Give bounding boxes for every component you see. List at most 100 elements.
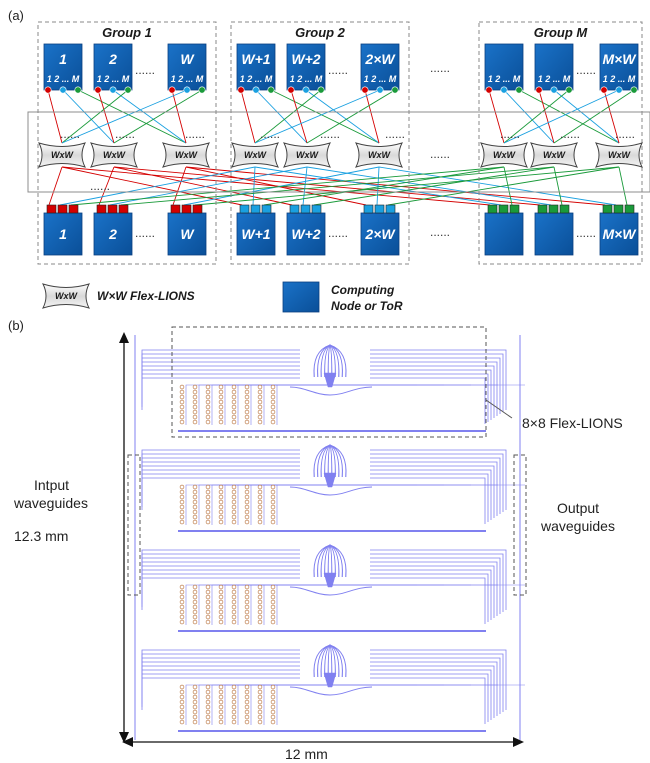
micro-ring xyxy=(218,599,224,605)
output-waveguide xyxy=(370,457,501,514)
bottom-node xyxy=(484,204,524,256)
micro-ring xyxy=(244,604,250,610)
output-waveguide xyxy=(370,365,495,418)
top-node-label: 2×W xyxy=(364,51,396,67)
output-waveguide xyxy=(370,361,498,416)
micro-ring xyxy=(179,384,185,390)
switch-body xyxy=(283,142,331,168)
micro-ring xyxy=(257,399,263,405)
output-waveguide xyxy=(370,657,501,714)
micro-ring xyxy=(270,709,276,715)
awgr-arm xyxy=(328,443,332,478)
input-waveguide xyxy=(141,373,300,392)
input-port-square xyxy=(498,204,509,214)
micro-ring xyxy=(192,694,198,700)
micro-ring xyxy=(179,709,185,715)
micro-ring xyxy=(257,689,263,695)
ellipsis: ...... xyxy=(320,127,340,141)
micro-ring xyxy=(218,604,224,610)
micro-ring xyxy=(231,419,237,425)
micro-ring xyxy=(244,489,250,495)
micro-ring xyxy=(218,714,224,720)
wxw-switch: WxW xyxy=(480,142,528,168)
micro-ring xyxy=(231,689,237,695)
ellipsis: ...... xyxy=(115,127,135,141)
downlink-wire xyxy=(59,166,256,206)
micro-ring xyxy=(244,694,250,700)
port-dot xyxy=(317,86,325,94)
micro-ring xyxy=(192,399,198,405)
input-waveguide xyxy=(141,577,300,589)
downlink-wire xyxy=(503,166,513,206)
bottom-node-box xyxy=(93,212,133,256)
output-waveguide xyxy=(370,573,489,622)
micro-ring xyxy=(244,709,250,715)
output-waveguide xyxy=(370,673,489,722)
port-dot xyxy=(237,86,245,94)
micro-ring xyxy=(231,599,237,605)
awgr-arm xyxy=(324,544,336,578)
micro-ring xyxy=(205,394,211,400)
group-gap-ellipsis: ...... xyxy=(430,225,450,239)
micro-ring xyxy=(270,714,276,720)
micro-ring xyxy=(192,489,198,495)
output-waveguide xyxy=(370,557,501,614)
micro-ring xyxy=(257,614,263,620)
micro-ring xyxy=(205,419,211,425)
output-waveguide xyxy=(370,549,507,610)
port-dot xyxy=(302,86,310,94)
downlink-wire xyxy=(120,166,555,206)
downlink-wire xyxy=(48,166,63,206)
micro-ring xyxy=(179,509,185,515)
awgr-arm xyxy=(324,344,336,378)
bottom-node-label: 2×W xyxy=(364,226,396,242)
bottom-node-ellipsis: ...... xyxy=(328,226,348,240)
micro-ring xyxy=(179,619,185,625)
wxw-switch: WxW xyxy=(162,142,210,168)
top-node-label: M×W xyxy=(602,51,637,67)
micro-ring xyxy=(244,394,250,400)
micro-ring xyxy=(244,389,250,395)
uplink-wire xyxy=(270,89,380,144)
top-node: 1 2 ... M xyxy=(484,43,524,94)
micro-ring xyxy=(192,519,198,525)
top-node: W+11 2 ... M xyxy=(236,43,276,94)
micro-ring xyxy=(192,419,198,425)
top-node-ellipsis: ...... xyxy=(135,63,155,77)
port-label: 1 2 ... M xyxy=(364,74,397,84)
awgr-arm xyxy=(328,643,332,678)
flex-lions-highlight-box xyxy=(171,326,487,438)
input-waveguides-box xyxy=(127,454,141,596)
micro-ring xyxy=(218,519,224,525)
micro-ring xyxy=(257,619,263,625)
downlink-wire xyxy=(113,166,541,206)
routing-waveguide xyxy=(237,484,444,525)
uplink-wire xyxy=(503,89,570,144)
micro-ring xyxy=(218,509,224,515)
micro-ring xyxy=(257,494,263,500)
micro-ring xyxy=(218,584,224,590)
group-title: Group 1 xyxy=(102,25,152,40)
output-waveguide xyxy=(370,369,492,420)
routing-waveguide xyxy=(250,484,471,525)
awgr-arm xyxy=(328,343,332,378)
input-waveguide xyxy=(141,477,300,489)
star-coupler-link xyxy=(289,386,373,396)
micro-ring xyxy=(244,509,250,515)
bottom-node-label: M×W xyxy=(602,226,637,242)
wxw-switch: WxW xyxy=(38,142,86,168)
output-waveguide xyxy=(370,453,504,512)
micro-ring xyxy=(205,689,211,695)
uplink-wire xyxy=(518,89,620,144)
group-gap-ellipses: ........................................… xyxy=(60,61,635,239)
uplink-wire xyxy=(306,89,396,144)
top-node-box xyxy=(43,43,83,91)
output-waveguide xyxy=(370,349,507,410)
wxw-switch: WxW xyxy=(283,142,331,168)
port-dot xyxy=(124,86,132,94)
micro-ring xyxy=(231,719,237,725)
ellipsis: ...... xyxy=(260,127,280,141)
micro-ring xyxy=(218,619,224,625)
